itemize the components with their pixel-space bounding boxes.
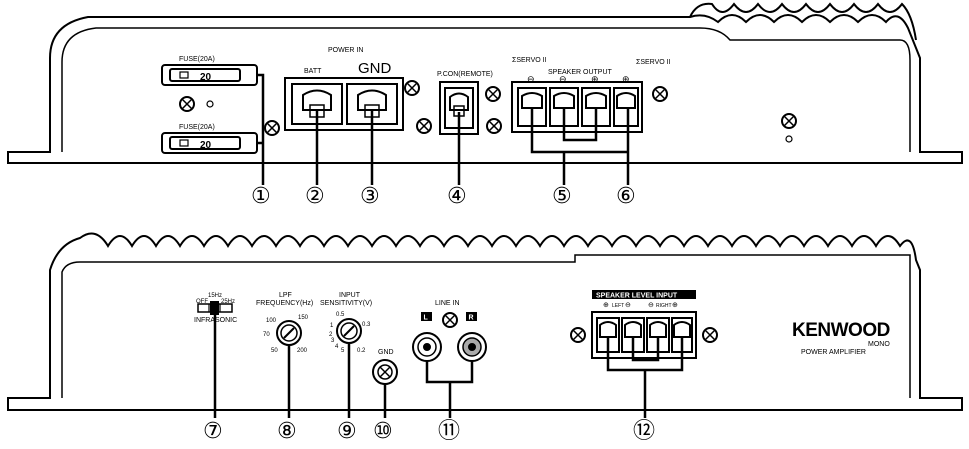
label-lpf-70: 70 [263,332,270,338]
label-sens-input: INPUT [339,292,361,299]
bottom-callouts: ⑦ ⑧ ⑨ ⑩ ⑪ ⑫ [203,419,655,444]
label-lpf: LPF [279,292,292,299]
label-fuse-top-value: 20 [200,72,212,83]
label-sens-03: 0.3 [362,322,371,328]
label-sens-02: 0.2 [357,348,366,354]
label-left-plus: ⊕ [603,302,609,309]
label-sens-1: 1 [330,323,334,329]
screw-pcon-left [416,118,432,134]
rca-right-jack [457,332,487,362]
label-fuse-bottom-value: 20 [200,140,212,151]
top-fins [689,2,917,41]
label-lpf-100: 100 [266,318,277,324]
callout-2: ② [305,184,325,209]
callout-11: ⑪ [438,419,460,444]
callout-10: ⑩ [373,419,393,444]
label-gnd: GND [358,60,392,77]
screw-line-in [442,312,458,328]
label-bottom-gnd: GND [378,349,394,356]
top-inner-outline [61,27,911,152]
screw-speaker-level-left [570,327,586,343]
label-right: RIGHT [656,303,672,309]
speaker-level-input-banner [592,290,696,299]
screw-speaker-level-right [702,327,718,343]
gnd-screw [372,359,398,385]
top-callouts: ① ② ③ ④ ⑤ ⑥ [251,184,636,209]
label-plus-2: ⊕ [622,74,630,84]
screw-pcon-right [485,86,501,102]
callout-1: ① [251,184,271,209]
callout-6: ⑥ [616,184,636,209]
callout-7: ⑦ [203,419,223,444]
label-speaker-output: SPEAKER OUTPUT [548,69,613,76]
label-infrasonic: INFRASONIC [194,317,237,324]
label-sensitivity: SENSITIVITY(V) [320,300,372,307]
bottom-panel-labels: 15Hz OFF 25Hz INFRASONIC LPF FREQUENCY(H… [194,290,890,356]
line-in-l-badge [421,312,432,321]
bottom-inner-outline [61,254,911,398]
screw-speaker-right [652,86,668,102]
label-right-minus: ⊖ [648,302,654,309]
screw-right [781,113,797,143]
label-line-r: R [469,315,474,322]
bottom-wire-line-in [425,361,474,418]
screw-speaker-left [486,118,502,134]
label-left: LEFT [612,303,624,309]
label-lpf-frequency: FREQUENCY(Hz) [256,300,313,307]
bottom-wire-speaker-level [606,337,684,418]
top-wire-fuse [257,73,265,185]
label-sens-4: 4 [335,344,339,350]
label-line-in: LINE IN [435,300,460,307]
label-sens-5: 5 [341,348,345,354]
label-infrasonic-25: 25Hz [221,299,235,305]
top-panel-labels: FUSE(20A) 20 FUSE(20A) 20 POWER IN BATT … [179,47,671,151]
label-lpf-200: 200 [297,348,308,354]
lpf-knob [276,320,302,346]
label-infrasonic-15: 15Hz [208,293,222,299]
callout-12: ⑫ [633,419,655,444]
screw-gnd [404,80,420,96]
label-sens-3: 3 [331,338,335,344]
callout-3: ③ [360,184,380,209]
speaker-output-terminal [511,81,643,133]
power-terminal-block [284,77,404,131]
line-in-r-badge [466,312,477,321]
label-lpf-50: 50 [271,348,278,354]
top-wire-speaker [530,108,630,185]
rca-left-jack [412,332,442,362]
label-speaker-level-input: SPEAKER LEVEL INPUT [596,293,678,300]
label-sens-2: 2 [329,332,333,338]
label-pcon: P.CON(REMOTE) [437,71,493,78]
label-minus-1: ⊖ [527,74,535,84]
screw-batt [264,120,280,136]
brand-logo: KENWOOD [792,320,890,341]
label-batt: BATT [304,68,322,75]
top-housing-outline [7,14,963,164]
label-fuse-top: FUSE(20A) [179,56,215,63]
label-lpf-150: 150 [298,315,309,321]
label-power-in: POWER IN [328,47,363,54]
sensitivity-knob [336,318,362,344]
bottom-panel [7,232,963,418]
label-mono: MONO [868,341,890,348]
callout-5: ⑤ [552,184,572,209]
label-servo-left: ΣSERVO II [512,57,547,64]
label-minus-2: ⊖ [559,74,567,84]
label-fuse-bottom: FUSE(20A) [179,124,215,131]
label-left-minus: ⊖ [625,302,631,309]
label-power-amplifier: POWER AMPLIFIER [801,349,866,356]
screw-left-top [179,96,214,112]
callout-9: ⑨ [337,419,357,444]
label-infrasonic-off: OFF [196,299,208,305]
callout-4: ④ [447,184,467,209]
label-line-l: L [424,315,429,322]
label-sens-05: 0.5 [336,312,345,318]
label-servo-right: ΣSERVO II [636,59,671,66]
label-right-plus: ⊕ [672,302,678,309]
bottom-housing-outline [7,232,963,411]
callout-8: ⑧ [277,419,297,444]
label-plus-1: ⊕ [591,74,599,84]
top-panel [7,2,963,185]
